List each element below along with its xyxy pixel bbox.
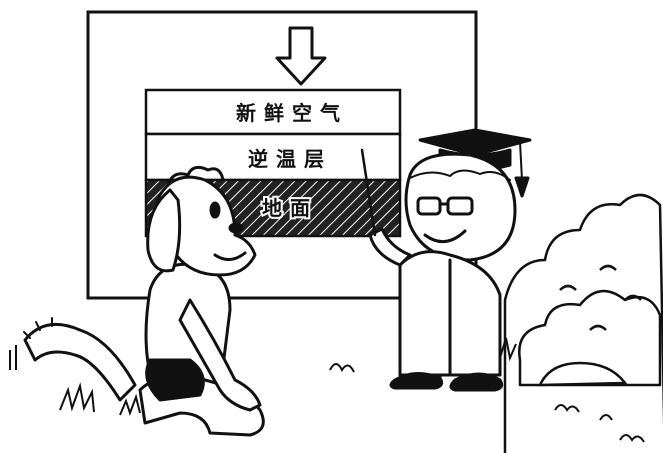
- grass: [9, 337, 645, 443]
- layer-diagram: 新鲜空气 逆温层 地面: [144, 88, 402, 238]
- rock: [538, 361, 628, 387]
- ground-label: 地面: [262, 196, 318, 220]
- fresh-air-label: 新鲜空气: [236, 101, 348, 125]
- bushes: [503, 193, 663, 453]
- inversion-layer-label: 逆温层: [248, 147, 332, 171]
- down-arrow-icon: [275, 26, 327, 86]
- fresh-air-layer: [144, 88, 402, 136]
- dog-character: [23, 165, 265, 437]
- doctor-character: [360, 128, 532, 392]
